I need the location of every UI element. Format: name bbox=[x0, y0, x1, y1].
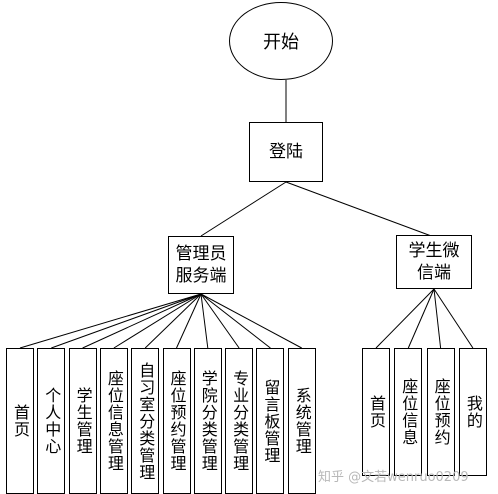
admin-module-edge-3 bbox=[113, 293, 202, 349]
edge-login-student bbox=[285, 181, 435, 238]
login-node: 登陆 bbox=[249, 122, 323, 182]
student-module-edges bbox=[375, 288, 474, 349]
admin-module-label: 座位信息管理 bbox=[104, 370, 124, 472]
admin-module-edge-5 bbox=[176, 293, 202, 349]
admin-module-4: 自习室分类管理 bbox=[131, 348, 160, 494]
start-label: 开始 bbox=[263, 32, 299, 53]
student-client-node: 学生微 信端 bbox=[396, 235, 472, 289]
admin-module-5: 座位预约管理 bbox=[162, 348, 191, 494]
admin-module-9: 系统管理 bbox=[287, 348, 316, 494]
admin-module-edge-9 bbox=[200, 293, 302, 349]
admin-module-6: 学院分类管理 bbox=[193, 348, 222, 494]
admin-module-edges bbox=[19, 293, 302, 349]
admin-module-edge-2 bbox=[82, 293, 202, 349]
admin-module-edge-0 bbox=[19, 293, 202, 349]
student-module-label: 座位信息 bbox=[399, 378, 419, 446]
start-node: 开始 bbox=[229, 2, 333, 80]
student-module-edge-0 bbox=[375, 288, 435, 349]
admin-module-edge-6 bbox=[200, 293, 209, 349]
student-module-edge-1 bbox=[407, 288, 435, 349]
admin-module-label: 系统管理 bbox=[292, 387, 312, 455]
student-module-2: 座位预约 bbox=[426, 348, 455, 476]
admin-client-node: 管理员 服务端 bbox=[168, 236, 234, 294]
admin-module-label: 学生管理 bbox=[73, 387, 93, 455]
login-label: 登陆 bbox=[269, 142, 303, 162]
admin-module-7: 专业分类管理 bbox=[225, 348, 254, 494]
admin-module-2: 学生管理 bbox=[68, 348, 97, 494]
admin-module-edge-8 bbox=[200, 293, 271, 349]
admin-module-8: 留言板管理 bbox=[256, 348, 285, 494]
admin-module-label: 留言板管理 bbox=[261, 378, 281, 464]
student-module-label: 首页 bbox=[367, 395, 386, 429]
edge-login-admin bbox=[200, 181, 287, 237]
admin-module-label: 学院分类管理 bbox=[198, 370, 218, 472]
watermark: 知乎 @文若wenruo0209 bbox=[318, 470, 469, 485]
student-module-3: 我的 bbox=[458, 348, 487, 476]
student-module-label: 座位预约 bbox=[431, 378, 451, 446]
admin-module-label: 个人中心 bbox=[42, 387, 62, 455]
admin-module-edge-7 bbox=[200, 293, 240, 349]
admin-module-label: 专业分类管理 bbox=[230, 370, 250, 472]
student-client-label: 学生微 信端 bbox=[408, 241, 460, 283]
student-module-label: 我的 bbox=[463, 395, 483, 429]
admin-module-edge-4 bbox=[144, 293, 202, 349]
admin-module-label: 座位预约管理 bbox=[167, 370, 187, 472]
admin-module-0: 首页 bbox=[6, 348, 34, 494]
student-module-0: 首页 bbox=[362, 348, 390, 476]
admin-module-3: 座位信息管理 bbox=[99, 348, 128, 494]
admin-module-label: 自习室分类管理 bbox=[136, 361, 156, 481]
student-module-1: 座位信息 bbox=[394, 348, 423, 476]
student-module-edge-3 bbox=[433, 288, 474, 349]
admin-client-label: 管理员 服务端 bbox=[175, 244, 227, 286]
student-module-edge-2 bbox=[433, 288, 442, 349]
admin-module-edge-1 bbox=[51, 293, 202, 349]
admin-module-1: 个人中心 bbox=[37, 348, 66, 494]
admin-module-label: 首页 bbox=[11, 404, 30, 438]
